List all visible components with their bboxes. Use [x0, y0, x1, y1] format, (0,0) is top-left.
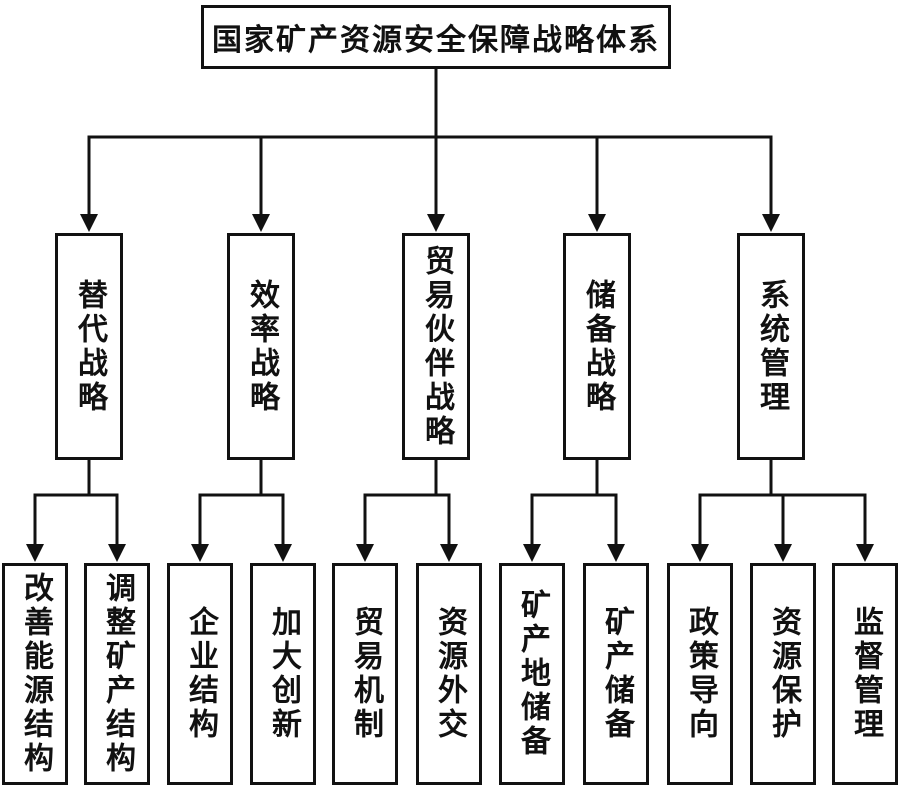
node-branch-efficiency-strategy: 效率战略 [227, 233, 295, 460]
node-leaf-resource-diplomacy-label: 资源外交 [433, 606, 466, 742]
node-leaf-trade-mechanism: 贸易机制 [332, 563, 398, 785]
node-leaf-mineral-reserve-label: 矿产储备 [600, 606, 633, 742]
node-leaf-policy-guidance-label: 政策导向 [684, 606, 717, 742]
node-leaf-resource-protection: 资源保护 [750, 563, 816, 785]
node-root-label: 国家矿产资源安全保障战略体系 [212, 24, 660, 57]
node-leaf-enterprise-structure: 企业结构 [167, 563, 233, 785]
node-branch-system-management-label: 系统管理 [755, 278, 788, 415]
node-leaf-increase-innovation-label: 加大创新 [267, 606, 300, 742]
node-leaf-trade-mechanism-label: 贸易机制 [349, 606, 382, 742]
node-root: 国家矿产资源安全保障战略体系 [201, 5, 671, 69]
node-leaf-adjust-mineral-structure-label: 调整矿产结构 [101, 572, 134, 776]
node-branch-system-management: 系统管理 [737, 233, 805, 460]
node-leaf-mineral-site-reserve-label: 矿产地储备 [516, 589, 549, 759]
node-leaf-mineral-reserve: 矿产储备 [583, 563, 649, 785]
node-branch-trade-partner-strategy-label: 贸易伙伴战略 [420, 244, 453, 449]
node-branch-substitution-strategy: 替代战略 [55, 233, 123, 460]
node-leaf-improve-energy-structure: 改善能源结构 [2, 563, 68, 785]
node-leaf-enterprise-structure-label: 企业结构 [184, 606, 217, 742]
node-leaf-improve-energy-structure-label: 改善能源结构 [19, 572, 52, 776]
node-leaf-supervision-management-label: 监督管理 [849, 606, 882, 742]
node-branch-trade-partner-strategy: 贸易伙伴战略 [402, 233, 470, 460]
node-leaf-policy-guidance: 政策导向 [667, 563, 733, 785]
node-branch-reserve-strategy-label: 储备战略 [581, 278, 614, 415]
node-branch-efficiency-strategy-label: 效率战略 [245, 278, 278, 415]
node-branch-reserve-strategy: 储备战略 [563, 233, 631, 460]
node-leaf-increase-innovation: 加大创新 [250, 563, 316, 785]
node-leaf-adjust-mineral-structure: 调整矿产结构 [84, 563, 150, 785]
node-branch-substitution-strategy-label: 替代战略 [73, 278, 106, 415]
node-leaf-supervision-management: 监督管理 [832, 563, 898, 785]
node-leaf-mineral-site-reserve: 矿产地储备 [499, 563, 565, 785]
node-leaf-resource-protection-label: 资源保护 [767, 606, 800, 742]
node-leaf-resource-diplomacy: 资源外交 [416, 563, 482, 785]
